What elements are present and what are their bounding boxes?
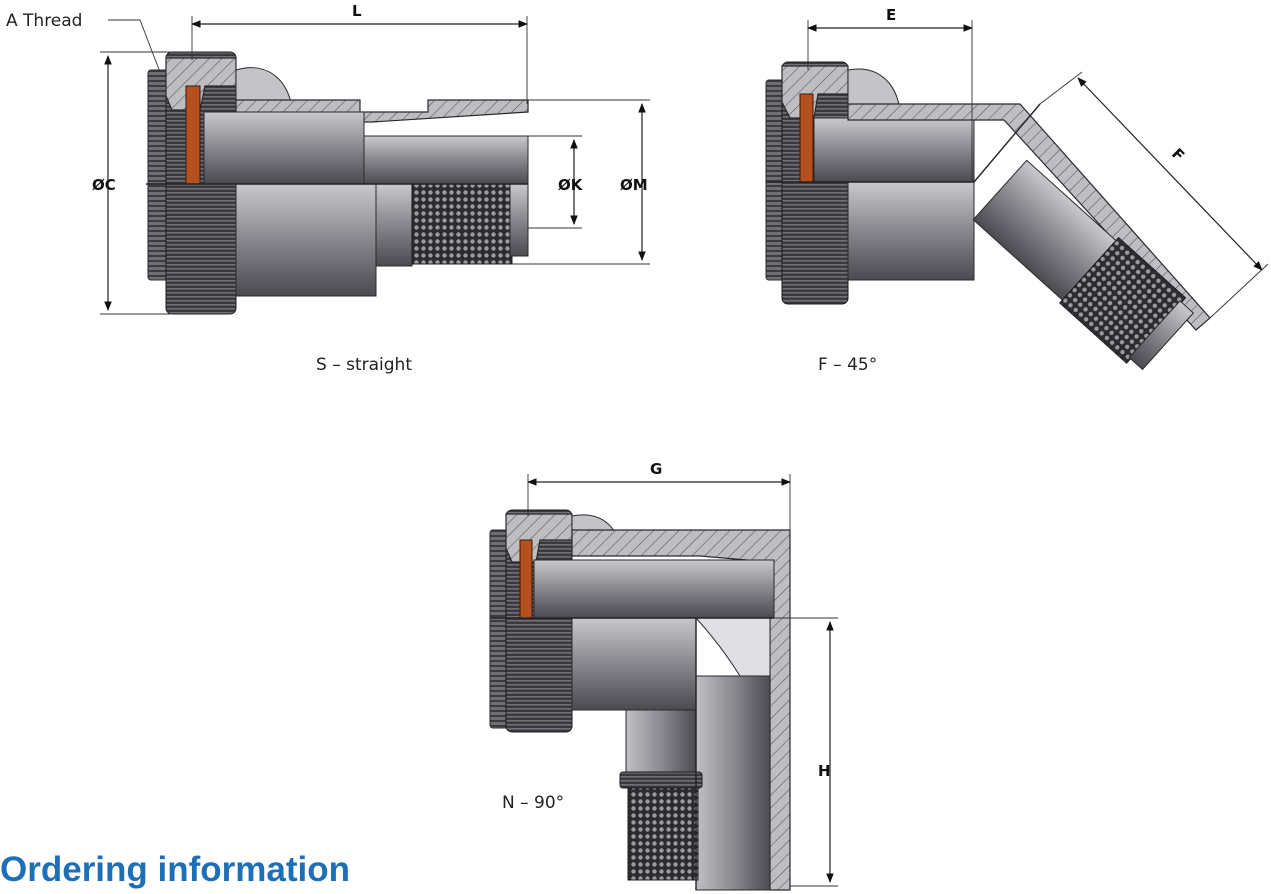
90-body-section xyxy=(571,529,791,891)
caption-90: N – 90° xyxy=(502,793,564,813)
dim-label-F: F xyxy=(1168,145,1188,165)
90-seal xyxy=(519,539,533,619)
90-elbow xyxy=(694,617,771,677)
45-body-lower xyxy=(847,181,975,281)
caption-45: F – 45° xyxy=(818,355,877,375)
dim-label-H: H xyxy=(818,762,831,780)
dim-label-M: ØM xyxy=(620,176,648,194)
straight-body-lower xyxy=(235,183,377,297)
45-bore xyxy=(813,117,975,183)
90-tail-body xyxy=(625,709,697,775)
90-body-lower xyxy=(571,617,697,711)
section-heading: Ordering information xyxy=(0,850,350,889)
straight-view: L ØC ØK ØM A Thread S – straight xyxy=(6,2,650,375)
straight-bore xyxy=(203,111,365,185)
45deg-view: E F F – 45° xyxy=(765,6,1269,375)
45-body-section xyxy=(847,103,1211,331)
90-mesh xyxy=(627,787,699,881)
90-collar xyxy=(619,771,703,789)
dim-label-C: ØC xyxy=(92,176,116,194)
straight-tail-bore xyxy=(363,135,529,185)
thread-callout: A Thread xyxy=(6,11,82,31)
90deg-view: G H N – 90° xyxy=(489,460,838,891)
90-riser xyxy=(695,675,771,891)
dim-label-G: G xyxy=(650,460,662,478)
45-seal xyxy=(799,93,814,183)
caption-straight: S – straight xyxy=(316,355,412,375)
straight-mesh xyxy=(411,183,513,265)
straight-nut-section xyxy=(165,57,237,111)
dim-label-L: L xyxy=(352,2,362,20)
straight-tail-lower xyxy=(375,183,413,267)
straight-seal xyxy=(185,85,201,185)
45-tail-end xyxy=(1128,300,1195,371)
straight-tail-end xyxy=(509,183,529,257)
dim-label-E: E xyxy=(886,6,896,24)
dim-label-K: ØK xyxy=(558,176,584,194)
90-bore xyxy=(533,559,775,619)
